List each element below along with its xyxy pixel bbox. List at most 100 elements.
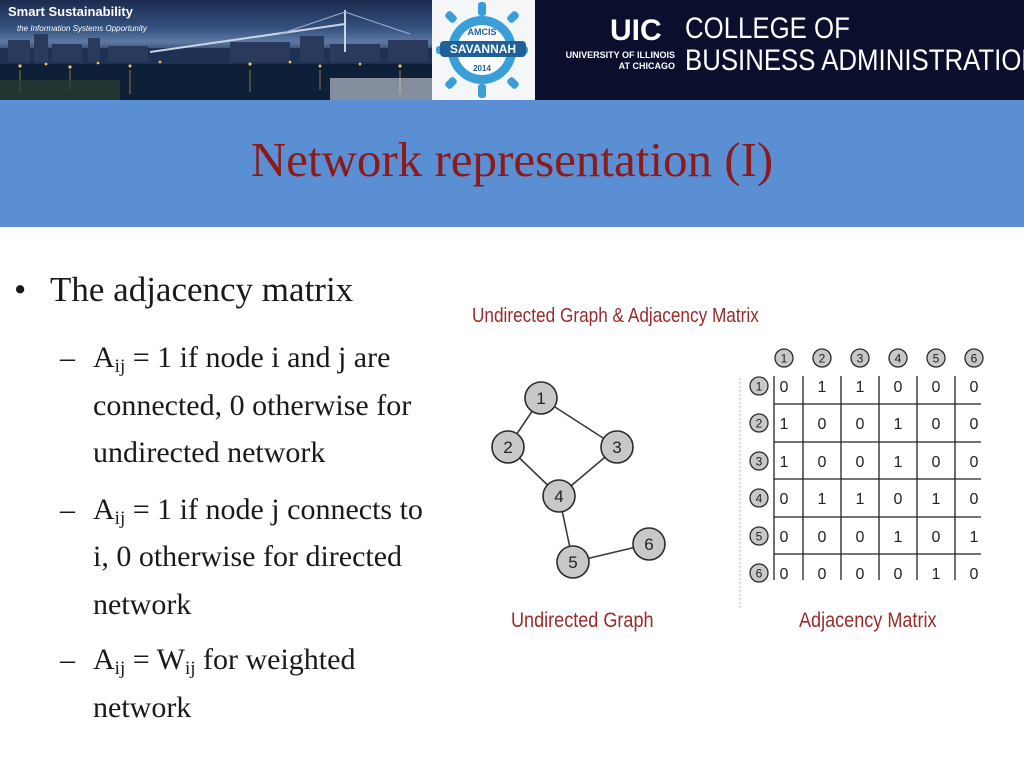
matrix-col-header bbox=[812, 348, 832, 368]
matrix-cell: 0 bbox=[970, 379, 979, 396]
uic-university-name: UNIVERSITY OF ILLINOIS AT CHICAGO bbox=[549, 50, 675, 72]
sub-bullet-line: Aij = 1 if node i and j are bbox=[93, 341, 391, 377]
graph-node bbox=[542, 479, 576, 513]
matrix-cell: 0 bbox=[818, 454, 827, 471]
matrix-col-header-label: 1 bbox=[781, 352, 788, 366]
graph-node-label: 6 bbox=[644, 535, 653, 554]
graph-node bbox=[524, 381, 558, 415]
matrix-cell: 1 bbox=[932, 491, 941, 508]
matrix-cell: 1 bbox=[818, 491, 827, 508]
graph-node bbox=[600, 430, 634, 464]
matrix-row-header-label: 3 bbox=[756, 455, 763, 469]
matrix-cell: 0 bbox=[970, 491, 979, 508]
uic-university-line2: AT CHICAGO bbox=[618, 61, 675, 71]
matrix-row-header-label: 4 bbox=[756, 492, 763, 506]
matrix-cell: 1 bbox=[818, 379, 827, 396]
matrix-cell: 1 bbox=[856, 379, 865, 396]
graph-node-label: 1 bbox=[536, 389, 545, 408]
matrix-cell: 0 bbox=[856, 416, 865, 433]
dash-icon: – bbox=[60, 493, 75, 526]
matrix-col-header bbox=[888, 348, 908, 368]
matrix-row-header bbox=[749, 563, 769, 583]
matrix-cell: 0 bbox=[780, 529, 789, 546]
graph-caption: Undirected Graph bbox=[511, 609, 654, 632]
uic-college-line2: BUSINESS ADMINISTRATION bbox=[685, 44, 1024, 77]
uic-college-line1: COLLEGE OF bbox=[685, 12, 850, 45]
amcis-logo: AMCIS SAVANNAH 2014 bbox=[432, 0, 535, 100]
dash-icon: – bbox=[60, 341, 75, 374]
matrix-cell: 0 bbox=[932, 454, 941, 471]
matrix-row-header bbox=[749, 526, 769, 546]
matrix-col-header bbox=[774, 348, 794, 368]
matrix-cell: 1 bbox=[970, 529, 979, 546]
amcis-ribbon-label: SAVANNAH bbox=[450, 42, 516, 56]
matrix-cell: 0 bbox=[970, 454, 979, 471]
matrix-col-header bbox=[850, 348, 870, 368]
slide-title: Network representation (I) bbox=[250, 132, 774, 187]
matrix-cell: 0 bbox=[780, 379, 789, 396]
matrix-row-header bbox=[749, 488, 769, 508]
matrix-cell: 0 bbox=[818, 529, 827, 546]
graph-node bbox=[632, 527, 666, 561]
conference-theme-title: Smart Sustainability bbox=[8, 4, 133, 19]
matrix-row-header bbox=[749, 451, 769, 471]
matrix-col-header-label: 2 bbox=[819, 352, 826, 366]
city-skyline-graphic bbox=[0, 10, 432, 100]
sub-bullet-line: network bbox=[93, 691, 192, 724]
dash-icon: – bbox=[60, 643, 75, 676]
graph-node-label: 4 bbox=[554, 487, 563, 506]
matrix-cell: 0 bbox=[780, 566, 789, 583]
matrix-col-header-label: 3 bbox=[857, 352, 864, 366]
matrix-col-header-label: 5 bbox=[933, 352, 940, 366]
matrix-cell: 0 bbox=[780, 491, 789, 508]
uic-university-line1: UNIVERSITY OF ILLINOIS bbox=[565, 50, 675, 60]
matrix-cell: 0 bbox=[970, 416, 979, 433]
matrix-cell: 0 bbox=[818, 416, 827, 433]
sub-bullet-line: Aij = Wij for weighted bbox=[93, 643, 356, 679]
matrix-row-header-label: 6 bbox=[756, 567, 763, 581]
sub-bullet-line: connected, 0 otherwise for bbox=[93, 389, 412, 422]
matrix-col-header bbox=[964, 348, 984, 368]
matrix-cell: 0 bbox=[856, 529, 865, 546]
sub-bullet-line: undirected network bbox=[93, 436, 326, 469]
matrix-cell: 0 bbox=[932, 379, 941, 396]
graph-node bbox=[491, 430, 525, 464]
amcis-year: 2014 bbox=[473, 64, 491, 73]
matrix-cell: 0 bbox=[932, 529, 941, 546]
bullet-dot-icon: • bbox=[14, 270, 27, 309]
uic-college-name: COLLEGE OF BUSINESS ADMINISTRATION bbox=[685, 13, 1024, 77]
matrix-cell: 1 bbox=[894, 416, 903, 433]
matrix-col-header-label: 6 bbox=[971, 352, 978, 366]
matrix-cell: 0 bbox=[932, 416, 941, 433]
matrix-cell: 1 bbox=[894, 454, 903, 471]
sub-bullet-line: Aij = 1 if node j connects to bbox=[93, 493, 423, 529]
matrix-cell: 0 bbox=[856, 454, 865, 471]
matrix-cell: 0 bbox=[894, 379, 903, 396]
matrix-cell: 1 bbox=[780, 454, 789, 471]
graph-node-label: 2 bbox=[503, 438, 512, 457]
matrix-cell: 0 bbox=[894, 566, 903, 583]
uic-wordmark: UIC bbox=[610, 14, 662, 47]
matrix-row-header-label: 5 bbox=[756, 530, 763, 544]
matrix-cell: 0 bbox=[970, 566, 979, 583]
matrix-row-header-label: 1 bbox=[756, 380, 763, 394]
figure-title: Undirected Graph & Adjacency Matrix bbox=[472, 305, 759, 327]
sub-bullet-line: i, 0 otherwise for directed bbox=[93, 540, 403, 573]
matrix-cell: 1 bbox=[894, 529, 903, 546]
matrix-row-header-label: 2 bbox=[756, 417, 763, 431]
sub-bullet-line: network bbox=[93, 588, 192, 621]
matrix-col-header bbox=[926, 348, 946, 368]
header-banner: Smart Sustainability the Information Sys… bbox=[0, 0, 1024, 100]
conference-theme-subtitle: the Information Systems Opportunity bbox=[17, 24, 147, 33]
graph-node-label: 3 bbox=[612, 438, 621, 457]
title-band: Network representation (I) bbox=[0, 100, 1024, 227]
graph-node bbox=[556, 545, 590, 579]
matrix-cell: 0 bbox=[894, 491, 903, 508]
matrix-cell: 0 bbox=[856, 566, 865, 583]
matrix-cell: 1 bbox=[932, 566, 941, 583]
matrix-cell: 1 bbox=[856, 491, 865, 508]
bullet-text: The adjacency matrix bbox=[50, 270, 354, 309]
matrix-cell: 0 bbox=[818, 566, 827, 583]
